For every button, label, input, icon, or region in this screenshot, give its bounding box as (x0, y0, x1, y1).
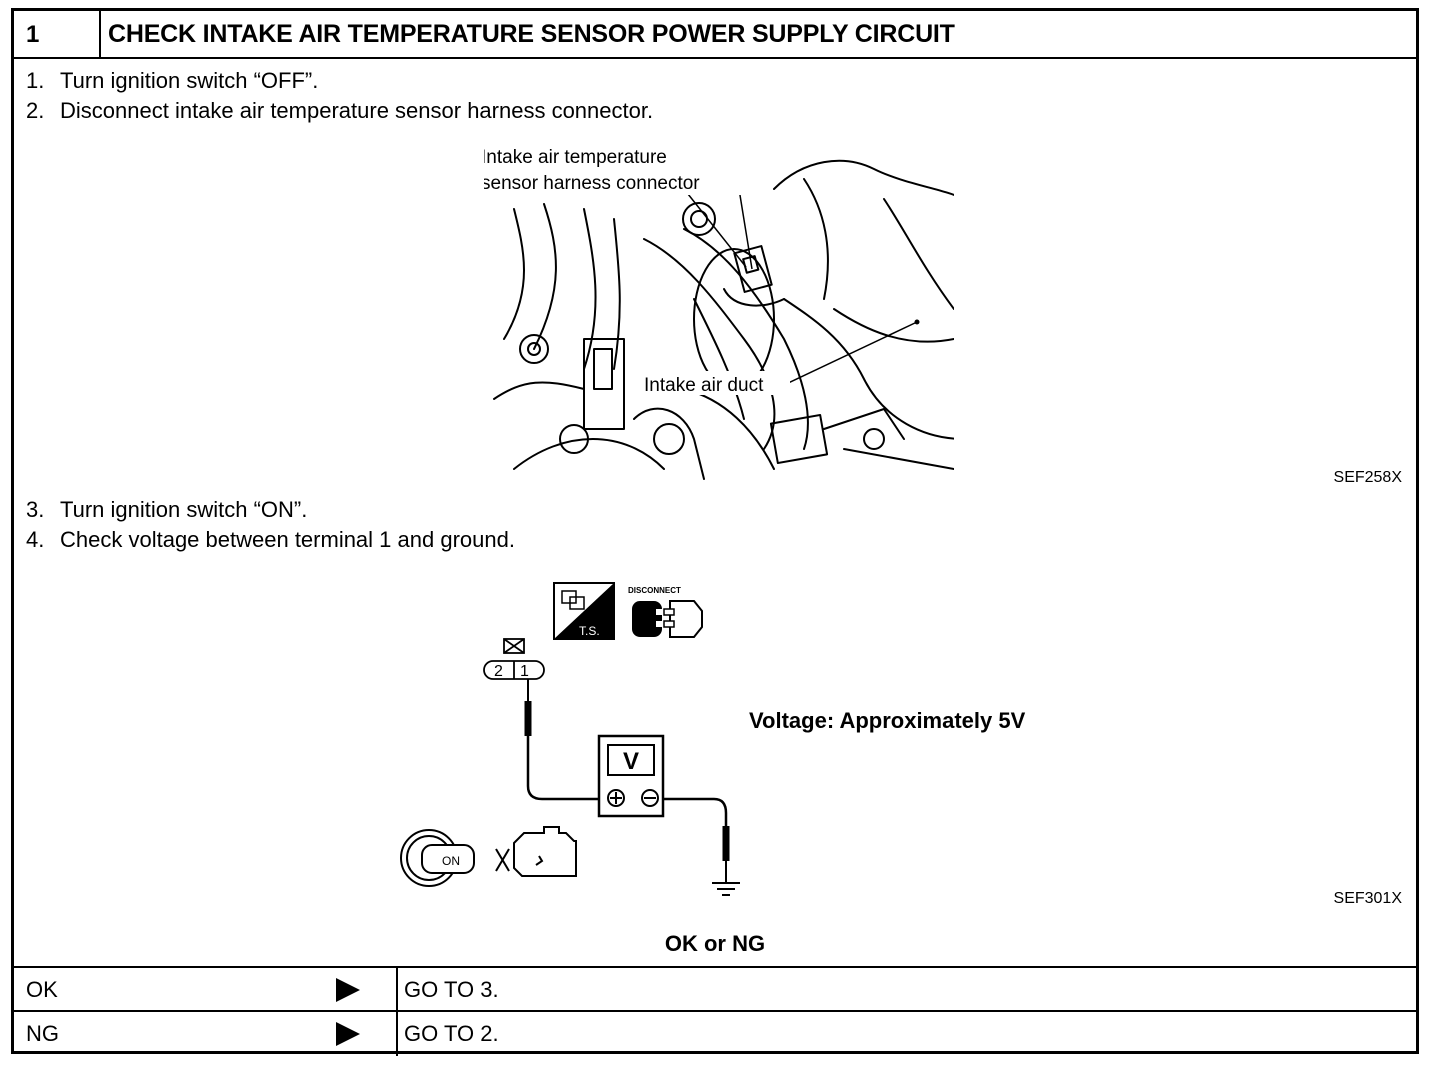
result-row-ng: NG GO TO 2. (14, 1010, 1416, 1056)
connector-label-line1: Intake air temperature (484, 147, 667, 168)
header-row: 1 CHECK INTAKE AIR TEMPERATURE SENSOR PO… (14, 11, 1416, 59)
svg-text:DISCONNECT: DISCONNECT (628, 586, 681, 595)
terminal-1-label: 1 (520, 663, 529, 680)
ts-icon: T.S. (553, 582, 615, 640)
engine-bay-illustration: Intake air temperature sensor harness co… (484, 143, 954, 480)
step-2: 2.Disconnect intake air temperature sens… (26, 98, 654, 123)
figure-code-1: SEF258X (1333, 469, 1402, 486)
svg-text:T.S.: T.S. (579, 624, 600, 638)
arrow-right-icon (336, 1022, 360, 1046)
result-label: NG (26, 1021, 59, 1046)
svg-text:ON: ON (442, 854, 460, 868)
voltage-check-diagram: T.S. DISCONNECT 2 1 (400, 582, 740, 896)
voltage-spec: Voltage: Approximately 5V (749, 708, 1026, 733)
ignition-key-icon: ON (400, 829, 475, 887)
connector-label-line2: sensor harness connector (484, 173, 700, 194)
step-4: 4.Check voltage between terminal 1 and g… (26, 527, 515, 552)
sensor-connector-face (483, 638, 545, 680)
disconnect-icon: DISCONNECT (628, 586, 703, 638)
step-number: 1 (26, 21, 40, 48)
result-action: GO TO 2. (404, 1021, 499, 1046)
result-label: OK (26, 977, 58, 1002)
judgement-heading: OK or NG (664, 931, 766, 956)
step-3: 3.Turn ignition switch “ON”. (26, 497, 308, 522)
engine-off-icon (495, 826, 577, 877)
result-action: GO TO 3. (404, 977, 499, 1002)
voltmeter: V (597, 734, 665, 818)
result-row-ok: OK GO TO 3. (14, 966, 1416, 1012)
procedure-box: 1 CHECK INTAKE AIR TEMPERATURE SENSOR PO… (11, 8, 1419, 1056)
header-divider (99, 11, 101, 57)
probe-leads (524, 679, 740, 896)
figure-code-2: SEF301X (1333, 890, 1402, 907)
terminal-2-label: 2 (494, 663, 503, 680)
svg-text:V: V (623, 748, 639, 775)
arrow-right-icon (336, 978, 360, 1002)
duct-label: Intake air duct (644, 375, 764, 396)
step-1: 1.Turn ignition switch “OFF”. (26, 68, 319, 93)
step-title: CHECK INTAKE AIR TEMPERATURE SENSOR POWE… (108, 20, 955, 48)
